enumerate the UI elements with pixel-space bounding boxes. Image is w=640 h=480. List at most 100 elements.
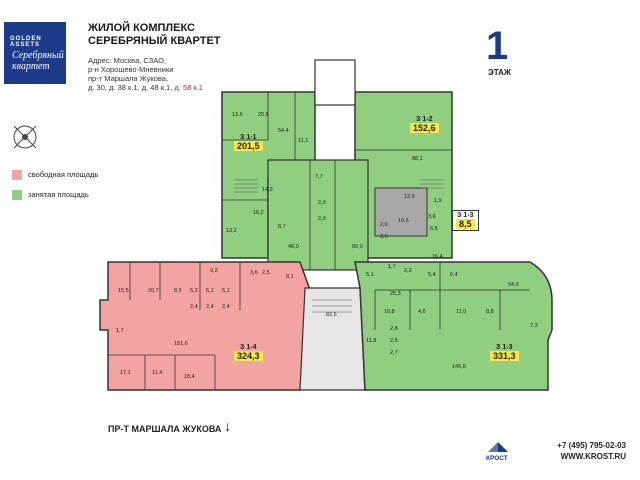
room-label: 6,5: [430, 226, 438, 232]
room-label: 2,2: [404, 268, 412, 274]
logo: GOLDEN ASSETS Серебряный квартет: [4, 22, 66, 84]
room-label: 88,1: [412, 156, 423, 162]
logo-script-line2: квартет: [12, 61, 50, 72]
room-label: 3,6: [428, 214, 436, 220]
compass-icon: [13, 125, 37, 149]
room-label: 2,8: [390, 326, 398, 332]
room-label: 11,0: [456, 309, 466, 315]
room-label: 7,3: [530, 323, 538, 329]
legend-occupied-swatch: [12, 190, 22, 201]
room-label: 5,1: [366, 272, 374, 278]
logo-script: Серебряный квартет: [12, 50, 64, 72]
room-label: 13,6: [232, 112, 243, 118]
room-label: 20,7: [148, 288, 159, 294]
address-line4-highlight: д. 58 к.1: [174, 83, 203, 92]
address-line1: Адрес: Москва, СЗАО,: [88, 56, 167, 65]
unit-id: З 1-3: [496, 344, 513, 351]
room-label: 2,4: [190, 304, 198, 310]
room-label: 2,5: [390, 338, 398, 344]
address-line3: пр-т Маршала Жукова,: [88, 74, 169, 83]
room-label: 11,1: [298, 138, 308, 144]
room-label: 5,4: [428, 272, 436, 278]
unit-id: З 1-1: [240, 134, 257, 141]
title-line1: ЖИЛОЙ КОМПЛЕКС: [88, 22, 195, 34]
unit-badge-1-2[interactable]: З 1-2 152,6: [410, 116, 439, 133]
block-center: [267, 159, 369, 271]
address-block: Адрес: Москва, СЗАО, р-н Хорошево-Мневни…: [88, 56, 203, 92]
room-label: 54,4: [278, 128, 289, 134]
arrow-down-icon: ↓: [224, 418, 231, 434]
room-label: 2,0: [380, 222, 388, 228]
unit-area: 201,5: [234, 141, 263, 151]
room-label: 17,1: [120, 370, 131, 376]
legend-free: свободная площадь: [12, 170, 99, 181]
complex-title: ЖИЛОЙ КОМПЛЕКС СЕРЕБРЯНЫЙ КВАРТЕТ: [88, 22, 221, 48]
unit-badge-1-1[interactable]: З 1-1 201,5: [234, 134, 263, 151]
room-label: 2,4: [222, 304, 230, 310]
room-label: 9,2: [210, 268, 218, 274]
address-line4: д. 30, д. 38 к.1, д. 48 к.1, д. 58 к.1: [88, 83, 203, 92]
room-label: 25,3: [390, 291, 401, 297]
room-label: 13,2: [226, 228, 237, 234]
logo-script-line1: Серебряный: [12, 50, 64, 61]
room-label: 5,2: [190, 288, 198, 294]
unit-id: З 1-2: [416, 116, 433, 123]
room-label: 82,5: [326, 312, 337, 318]
room-label: 2,5: [380, 234, 388, 240]
room-label: 181,6: [174, 341, 188, 347]
room-label: 2,5: [262, 270, 270, 276]
room-label: 7,7: [315, 174, 323, 180]
room-label: 10,8: [384, 309, 395, 315]
room-label: 14,9: [262, 187, 273, 193]
room-gray-1: [374, 187, 428, 237]
address-line2: р-н Хорошево-Мневники: [88, 65, 174, 74]
legend-occupied-label: занятая площадь: [28, 190, 89, 199]
room-label: 145,6: [452, 364, 466, 370]
floor-number: 1: [486, 24, 509, 68]
room-label: 11,8: [366, 338, 376, 344]
room-label: 2,4: [206, 304, 214, 310]
room-label: 2,7: [390, 350, 398, 356]
room-label: 5,1: [206, 288, 214, 294]
room-labels: 13,6 20,6 54,4 11,1 88,1 14,9 7,7 16,2 8…: [116, 112, 538, 380]
block-top-connector: [314, 59, 356, 106]
room-label: 8,5: [174, 288, 182, 294]
unit-id: З 1-4: [240, 344, 257, 351]
room-label: 54,3: [508, 282, 519, 288]
floor-label: ЭТАЖ: [488, 68, 512, 77]
room-label: 16,2: [253, 210, 264, 216]
unit-area: 8,5: [456, 219, 475, 229]
unit-badge-1-3-small[interactable]: З 1-3 8,5: [452, 210, 479, 231]
krost-label: КРОСТ: [486, 455, 508, 462]
room-label: 2,0: [318, 216, 326, 222]
interior-walls: [108, 92, 530, 390]
street-name: ПР-Т МАРШАЛА ЖУКОВА: [108, 424, 222, 434]
room-label: 20,6: [258, 112, 269, 118]
unit-badge-1-3-large[interactable]: З 1-3 331,3: [490, 344, 519, 361]
phone[interactable]: +7 (495) 795-02-03: [557, 441, 626, 450]
legend-free-label: свободная площадь: [28, 170, 99, 179]
room-label: 60,0: [352, 244, 363, 250]
room-label: 4,6: [418, 309, 426, 315]
room-label: 8,1: [286, 274, 294, 280]
room-label: 15,5: [118, 288, 129, 294]
room-label: 19,6: [398, 218, 409, 224]
room-label: 12,9: [404, 194, 415, 200]
room-label: 16,4: [432, 254, 443, 260]
room-label: 18,4: [184, 374, 195, 380]
contacts: +7 (495) 795-02-03 WWW.KROST.RU: [522, 440, 626, 462]
legend-free-swatch: [12, 170, 22, 181]
room-label: 48,0: [288, 244, 299, 250]
unit-area: 324,3: [234, 351, 263, 361]
room-label: 2,0: [318, 200, 326, 206]
room-label: 5,1: [222, 288, 230, 294]
room-label: 8,8: [486, 309, 494, 315]
title-line2: СЕРЕБРЯНЫЙ КВАРТЕТ: [88, 35, 221, 47]
legend-occupied: занятая площадь: [12, 190, 89, 201]
unit-badge-1-4[interactable]: З 1-4 324,3: [234, 344, 263, 361]
website-link[interactable]: WWW.KROST.RU: [560, 452, 626, 461]
stairs-icon: [234, 179, 444, 313]
room-label: 8,7: [278, 224, 286, 230]
unit-area: 331,3: [490, 351, 519, 361]
krost-logo-icon: [488, 442, 508, 452]
